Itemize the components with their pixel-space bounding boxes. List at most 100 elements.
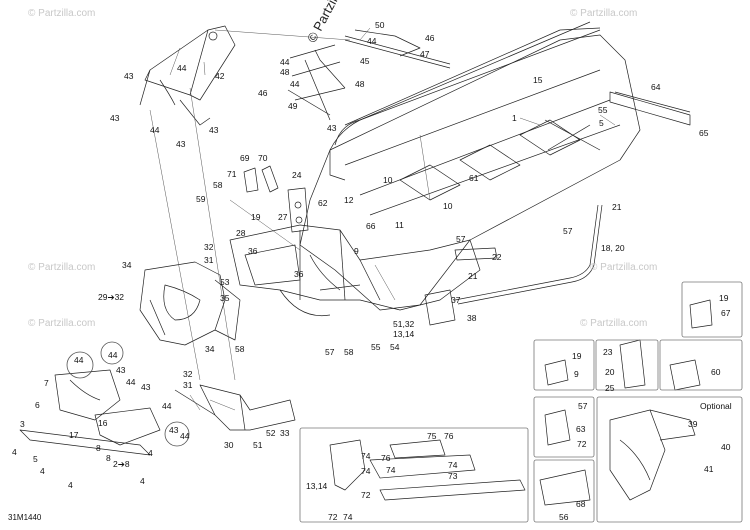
callout-53: 53 [220, 277, 230, 287]
callout-22: 22 [492, 252, 502, 262]
callout-8-b: 8 [106, 453, 111, 463]
part-60-inset [669, 359, 701, 391]
callout-66: 66 [366, 221, 376, 231]
callout-74-a: 74 [361, 451, 371, 461]
inset-box-56-68 [533, 459, 595, 523]
callout-43-link: 43 [327, 123, 337, 133]
callout-67: 67 [721, 308, 731, 318]
diagram-code: 31M1440 [8, 513, 42, 522]
callout-76-b: 76 [381, 453, 391, 463]
callout-25: 25 [605, 383, 615, 393]
callout-72-inset: 72 [577, 439, 587, 449]
callout-19-inset: 19 [572, 351, 582, 361]
callout-30: 30 [224, 440, 234, 450]
callout-54: 54 [390, 342, 400, 352]
callout-29-32: 29➔32 [98, 292, 125, 302]
inset-box-57-63-72 [533, 396, 595, 458]
callout-43-hw2: 43 [141, 382, 151, 392]
callout-58c: 58 [344, 347, 354, 357]
callout-8-a: 8 [96, 443, 101, 453]
callout-19: 19 [251, 212, 261, 222]
callout-31: 31 [204, 255, 214, 265]
callout-57-inset: 57 [578, 401, 588, 411]
callout-74-c: 74 [448, 460, 458, 470]
callout-70: 70 [258, 153, 268, 163]
callout-39: 39 [688, 419, 698, 429]
callout-50: 50 [375, 20, 385, 30]
callout-58: 58 [213, 180, 223, 190]
callout-68: 68 [576, 499, 586, 509]
callout-12: 12 [344, 195, 354, 205]
callout-4-d: 4 [68, 480, 73, 490]
callout-13-14: 13,14 [393, 329, 415, 339]
callout-36: 36 [248, 246, 258, 256]
callout-60: 60 [711, 367, 721, 377]
callout-10: 10 [383, 175, 393, 185]
callout-64: 64 [651, 82, 661, 92]
callout-43-arm4: 43 [209, 125, 219, 135]
part-67-inset [689, 299, 713, 329]
inset-box-19-67 [681, 281, 743, 338]
bulkhead [139, 261, 226, 346]
frame-assembly [229, 224, 481, 317]
callout-44-lower: 44 [180, 431, 190, 441]
callout-63: 63 [576, 424, 586, 434]
callout-44-hw4: 44 [162, 401, 172, 411]
callout-28: 28 [236, 228, 246, 238]
part-68-inset [539, 469, 591, 506]
callout-9: 9 [354, 246, 359, 256]
part-23-inset [619, 339, 646, 389]
callout-56: 56 [559, 512, 569, 522]
callout-74-d: 74 [361, 466, 371, 476]
callout-17: 17 [69, 430, 79, 440]
callout-4-c: 4 [40, 466, 45, 476]
callout-20: 20 [605, 367, 615, 377]
watermark-2: © Partzilla.com [570, 8, 638, 19]
callout-59: 59 [196, 194, 206, 204]
callout-62: 62 [318, 198, 328, 208]
rod-18 [454, 204, 599, 301]
callout-27: 27 [278, 212, 288, 222]
watermark-5: © Partzilla.com [28, 318, 96, 329]
callout-43-arm: 43 [124, 71, 134, 81]
rail-73 [329, 439, 366, 491]
upper-links [287, 44, 346, 121]
callout-4-a: 4 [12, 447, 17, 457]
callout-76: 76 [444, 431, 454, 441]
callout-35: 35 [220, 293, 230, 303]
callout-71: 71 [227, 169, 237, 179]
inset-box-optional [596, 396, 743, 523]
part-63-inset [544, 409, 571, 446]
callout-31b: 31 [183, 380, 193, 390]
part-9-inset [544, 359, 569, 386]
optional-assembly [609, 409, 666, 501]
callout-51-32: 51,32 [393, 319, 415, 329]
callout-34: 34 [122, 260, 132, 270]
callout-44-arm2: 44 [150, 125, 160, 135]
callout-23: 23 [603, 347, 613, 357]
callout-43-hw: 43 [116, 365, 126, 375]
callout-44: 44 [367, 36, 377, 46]
callout-24: 24 [292, 170, 302, 180]
callout-4-b: 4 [148, 448, 153, 458]
inset-box-60 [659, 339, 743, 391]
watermark-3: © Partzilla.com [28, 262, 96, 273]
callout-38: 38 [467, 313, 477, 323]
inset-box-rail [299, 427, 529, 523]
callout-48-link: 48 [280, 67, 290, 77]
callout-57b: 57 [456, 234, 466, 244]
callout-72-a: 72 [361, 490, 371, 500]
callout-47: 47 [420, 49, 430, 59]
callout-46: 46 [425, 33, 435, 43]
callout-75: 75 [427, 431, 437, 441]
callout-21: 21 [612, 202, 622, 212]
callout-1: 1 [512, 113, 517, 123]
optional-label: Optional [700, 401, 732, 411]
callout-44-hw1: 44 [74, 355, 84, 365]
callout-9-inset: 9 [574, 369, 579, 379]
callout-51: 51 [253, 440, 263, 450]
hw-circle-1 [66, 351, 94, 379]
bracket-24 [287, 187, 309, 233]
callout-11: 11 [395, 220, 404, 230]
